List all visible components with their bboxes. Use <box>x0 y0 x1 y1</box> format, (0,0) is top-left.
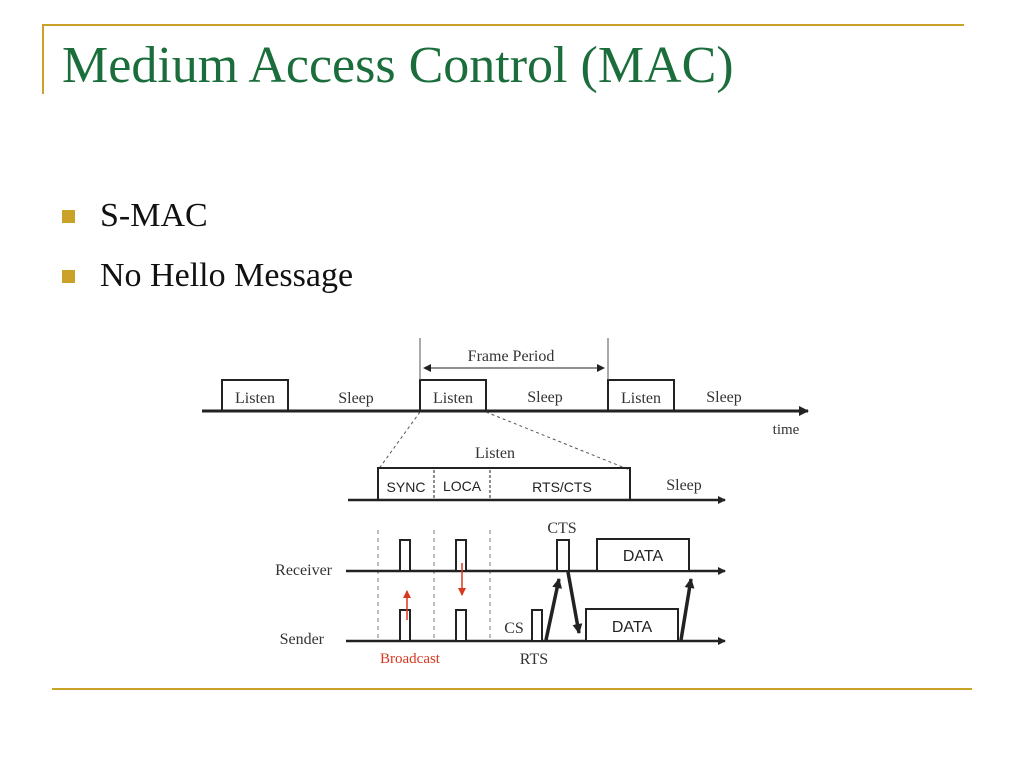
slot-label: Sleep <box>706 389 742 406</box>
receiver-loca-pulse <box>455 539 467 572</box>
detail-sleep-label: Sleep <box>666 477 702 494</box>
frame-period-label: Frame Period <box>468 348 555 365</box>
slot-label: Sleep <box>527 389 563 406</box>
bullet-list: S-MAC No Hello Message <box>62 186 353 306</box>
data-ack-arrow <box>679 578 695 641</box>
zoom-guide-line <box>485 411 631 471</box>
zoom-guide-line <box>377 411 421 471</box>
bullet-square-icon <box>62 269 75 283</box>
slot-label: Listen <box>433 390 473 407</box>
receiver-data-box <box>596 538 690 572</box>
bottom-rule <box>52 688 972 690</box>
cts-label: CTS <box>547 520 576 537</box>
receiver-data-label: DATA <box>623 548 664 565</box>
cts-arrow <box>566 571 583 634</box>
listen-period-box <box>377 467 631 501</box>
listen-slot-box <box>607 379 675 412</box>
cts-pulse <box>556 539 570 572</box>
bullet-item: S-MAC <box>62 186 353 246</box>
receiver-sync-pulse <box>399 539 411 572</box>
slide-title: Medium Access Control (MAC) <box>62 37 734 94</box>
listen-slot-box <box>419 379 487 412</box>
listen-detail-header: Listen <box>475 445 515 462</box>
bullet-text: No Hello Message <box>100 257 354 294</box>
listen-slot-box <box>221 379 289 412</box>
rtscts-segment-label: RTS/CTS <box>532 479 592 495</box>
bullet-item: No Hello Message <box>62 246 353 306</box>
bullet-text: S-MAC <box>100 197 208 234</box>
slot-label: Listen <box>235 390 275 407</box>
bullet-square-icon <box>62 209 75 223</box>
rts-arrow <box>544 578 563 641</box>
sender-sync-pulse <box>399 609 411 642</box>
sender-label: Sender <box>280 631 325 648</box>
broadcast-label: Broadcast <box>380 651 441 667</box>
sender-data-box <box>585 608 679 642</box>
slot-label: Sleep <box>338 390 374 407</box>
time-label: time <box>773 422 800 438</box>
left-rule <box>42 24 44 94</box>
sender-loca-pulse <box>455 609 467 642</box>
receiver-label: Receiver <box>275 562 333 579</box>
carrier-sense-box <box>531 609 543 642</box>
slot-label: Listen <box>621 390 661 407</box>
loca-segment-label: LOCA <box>443 478 482 494</box>
sender-data-label: DATA <box>612 619 653 636</box>
cs-label: CS <box>504 620 524 637</box>
sync-segment-label: SYNC <box>387 479 426 495</box>
top-rule <box>42 24 964 26</box>
rts-label: RTS <box>520 651 548 668</box>
